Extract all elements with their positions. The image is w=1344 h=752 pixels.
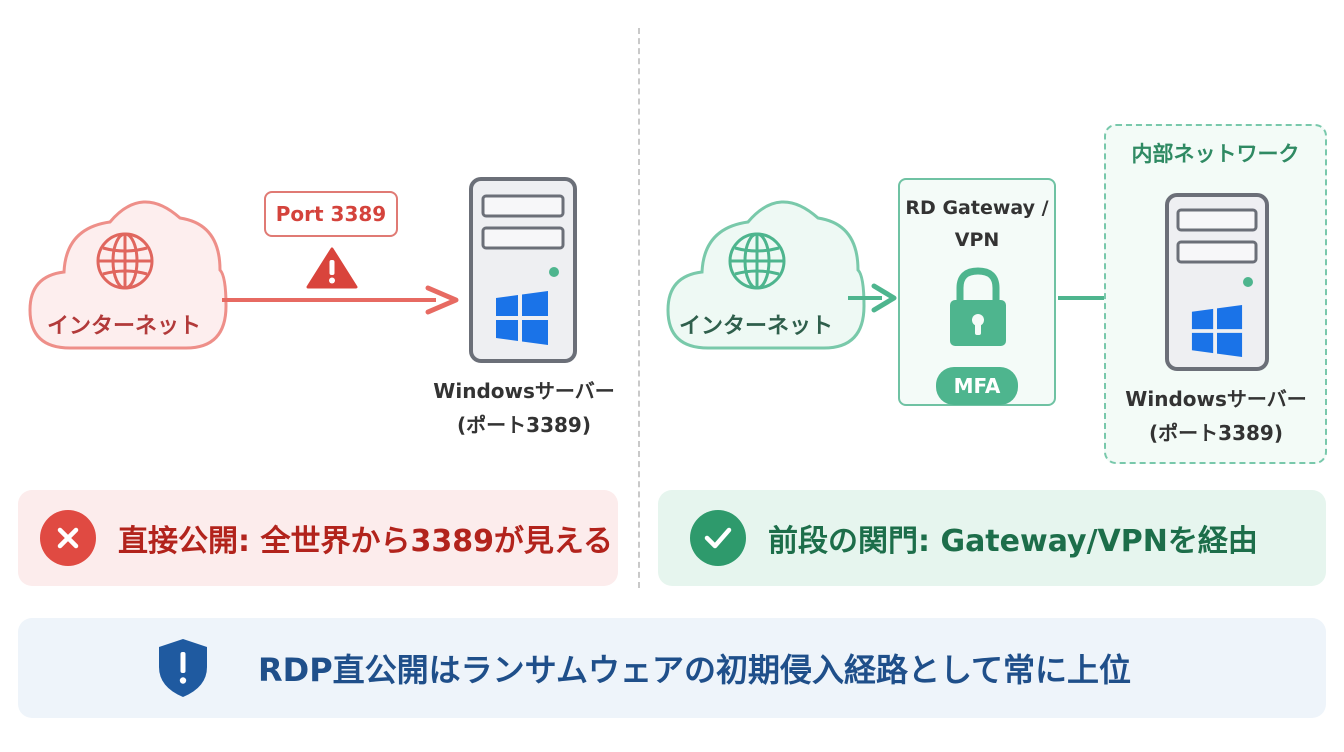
direct-exposure-text: 直接公開: 全世界から3389が見える [118, 524, 614, 559]
gateway-banner: 前段の関門: Gateway/VPNを経由 [658, 490, 1326, 586]
internet-label-right: インターネット [678, 314, 833, 339]
server-port: (ポート3389) [457, 413, 591, 437]
footer-banner-text: RDP直公開はランサムウェアの初期侵入経路として常に上位 [258, 651, 1132, 689]
mfa-badge: MFA [936, 367, 1018, 405]
check-icon [690, 510, 746, 566]
direct-exposure-banner: 直接公開: 全世界から3389が見える [18, 490, 618, 586]
internal-network-label: 内部ネットワーク [1131, 142, 1300, 166]
shield-alert-icon [159, 639, 207, 697]
globe-icon [728, 232, 786, 290]
lock-icon [950, 267, 1006, 346]
gateway-banner-text: 前段の関門: Gateway/VPNを経由 [768, 524, 1258, 559]
server-name: Windowsサーバー [1125, 387, 1307, 411]
server-name: Windowsサーバー [433, 379, 615, 403]
gateway-title-line2: VPN [954, 229, 1000, 251]
windows-logo-icon [1191, 304, 1243, 358]
server-port: (ポート3389) [1149, 421, 1283, 445]
close-icon [40, 510, 96, 566]
internet-label-left: インターネット [46, 314, 201, 339]
port-label-box: Port 3389 [264, 191, 398, 237]
windows-logo-icon [496, 291, 548, 345]
warning-icon [306, 247, 358, 289]
gateway-title-line1: RD Gateway / [905, 197, 1049, 219]
gateway-title: RD Gateway / VPN [898, 192, 1056, 256]
internet-cloud-left [28, 200, 228, 350]
server-label-right: Windowsサーバー (ポート3389) [1106, 382, 1326, 450]
direct-connection-arrow [222, 285, 459, 315]
globe-icon [96, 232, 154, 290]
arrow-to-gateway [848, 283, 897, 313]
section-divider [638, 28, 640, 588]
footer-banner: RDP直公開はランサムウェアの初期侵入経路として常に上位 [18, 618, 1326, 718]
server-label-left: Windowsサーバー (ポート3389) [414, 374, 634, 442]
